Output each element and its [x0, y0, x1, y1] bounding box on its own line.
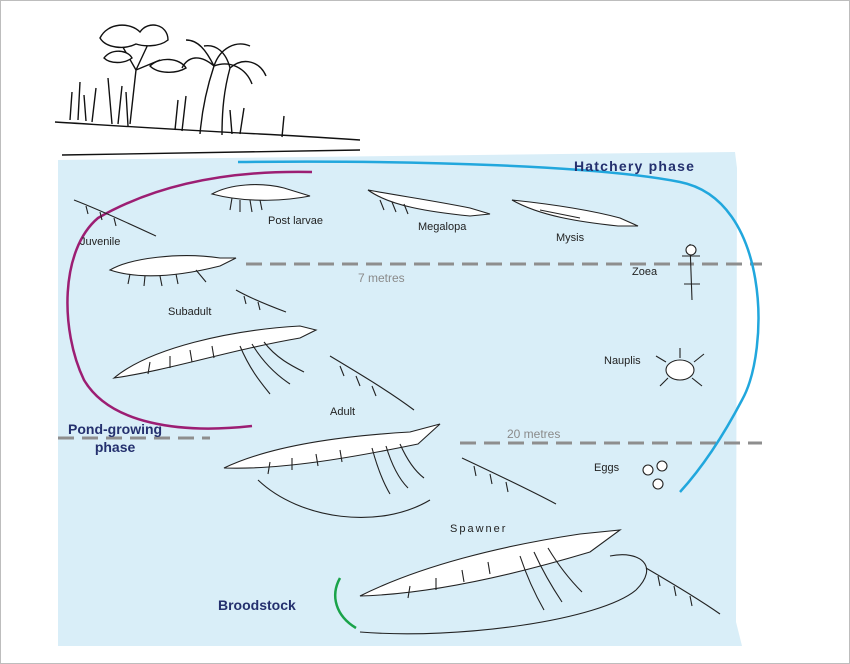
shore-vegetation-illustration: [54, 24, 361, 156]
adult-shrimp: [223, 355, 557, 518]
hatchery-phase-label: Hatchery phase: [574, 158, 696, 174]
stage-label-eggs: Eggs: [594, 462, 620, 474]
zoea-larva: [682, 243, 700, 301]
pond-growing-phase-arc: [66, 170, 313, 430]
water-area: [58, 152, 742, 646]
post-larvae-shrimp: [210, 184, 311, 213]
pond-growing-label-line1: Pond-growing: [68, 421, 163, 437]
stage-label-juvenile: Juvenile: [80, 236, 121, 248]
broodstock-arc: [334, 577, 357, 630]
stage-label-megalopa: Megalopa: [418, 221, 467, 233]
stage-label-zoea: Zoea: [632, 266, 658, 278]
megalopa-shrimp: [367, 189, 491, 217]
eggs: [642, 460, 668, 490]
broodstock-label: Broodstock: [218, 597, 296, 613]
nauplis-larva: [655, 348, 705, 387]
stage-label-spawner: Spawner: [450, 523, 508, 535]
stage-label-nauplis: Nauplis: [604, 355, 641, 367]
pond-growing-label-line2: phase: [94, 439, 136, 455]
stage-label-post-larvae: Post larvae: [268, 215, 324, 227]
stage-label-subadult: Subadult: [168, 306, 212, 318]
depth-label-20m: 20 metres: [507, 427, 561, 441]
hatchery-phase-arc: [237, 160, 760, 493]
mysis-shrimp: [511, 199, 639, 227]
juvenile-shrimp: [73, 199, 237, 287]
pond-growing-phase-label: Pond-growing phase: [68, 420, 162, 456]
spawner-shrimp: [359, 529, 721, 635]
depth-label-7m: 7 metres: [358, 271, 405, 285]
stage-label-mysis: Mysis: [556, 232, 585, 244]
stage-label-adult: Adult: [330, 406, 356, 418]
subadult-shrimp: [112, 289, 318, 395]
